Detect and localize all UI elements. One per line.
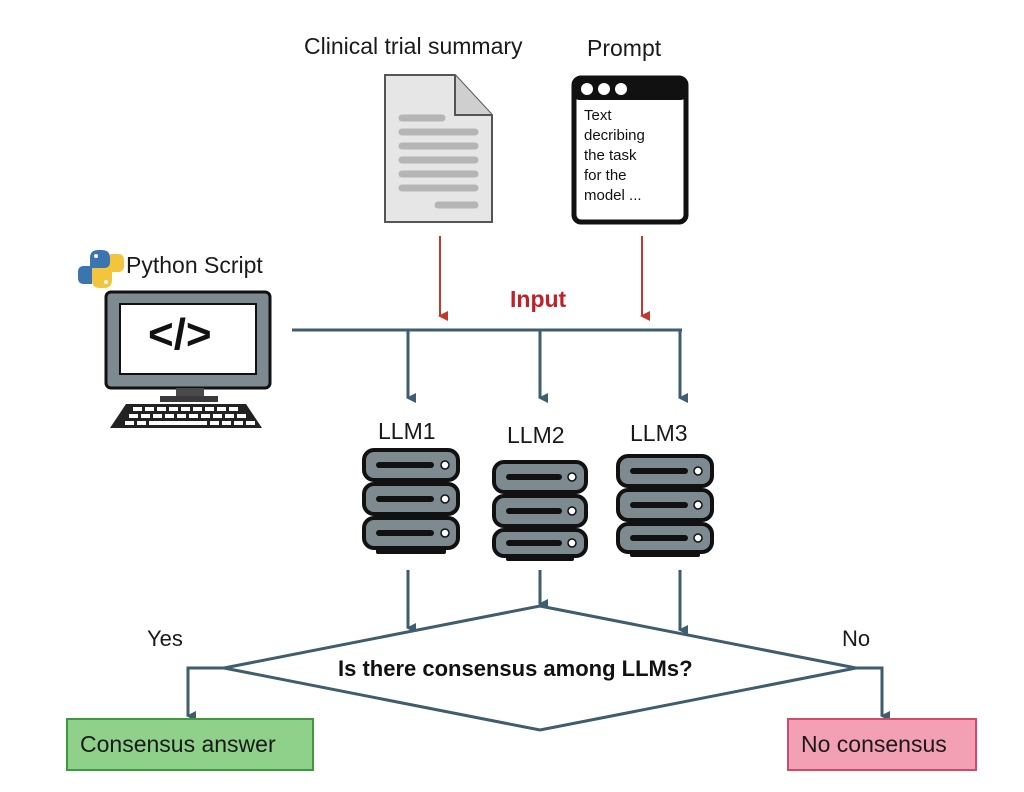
- llm3-label: LLM3: [630, 420, 688, 446]
- prompt-line: Text: [584, 107, 612, 124]
- decision-diamond: [223, 604, 857, 732]
- python-logo-icon: [78, 250, 124, 288]
- no-consensus-label: No consensus: [801, 731, 947, 757]
- yes-branch-line: [186, 666, 224, 721]
- no-branch-line: [856, 666, 890, 721]
- yes-label: Yes: [147, 626, 183, 651]
- prompt-line: the task: [584, 147, 637, 164]
- input-label: Input: [510, 286, 567, 312]
- prompt-window-text: Text decribing the task for the model ..…: [584, 106, 645, 206]
- llm1-label: LLM1: [378, 418, 436, 444]
- document-icon: [384, 74, 493, 223]
- browser-window-icon: [571, 75, 689, 225]
- prompt-line: for the: [584, 167, 627, 184]
- code-symbol: </>: [148, 310, 212, 359]
- no-consensus-box: [787, 718, 977, 771]
- prompt-label: Prompt: [587, 35, 662, 61]
- python-script-label: Python Script: [126, 252, 263, 278]
- prompt-line: decribing: [584, 127, 645, 144]
- prompt-line: model ...: [584, 187, 642, 204]
- no-label: No: [842, 626, 871, 651]
- clinical-summary-label: Clinical trial summary: [304, 33, 523, 59]
- server-stack-icon-llm3: [616, 454, 714, 557]
- llm2-label: LLM2: [507, 422, 565, 448]
- consensus-answer-label: Consensus answer: [80, 731, 276, 757]
- server-stack-icon-llm1: [362, 448, 460, 554]
- keyboard-icon: [110, 404, 262, 428]
- decision-question: Is there consensus among LLMs?: [338, 656, 693, 681]
- server-stack-icon-llm2: [492, 460, 588, 561]
- computer-monitor-icon: [104, 290, 272, 402]
- consensus-answer-box: [66, 718, 314, 771]
